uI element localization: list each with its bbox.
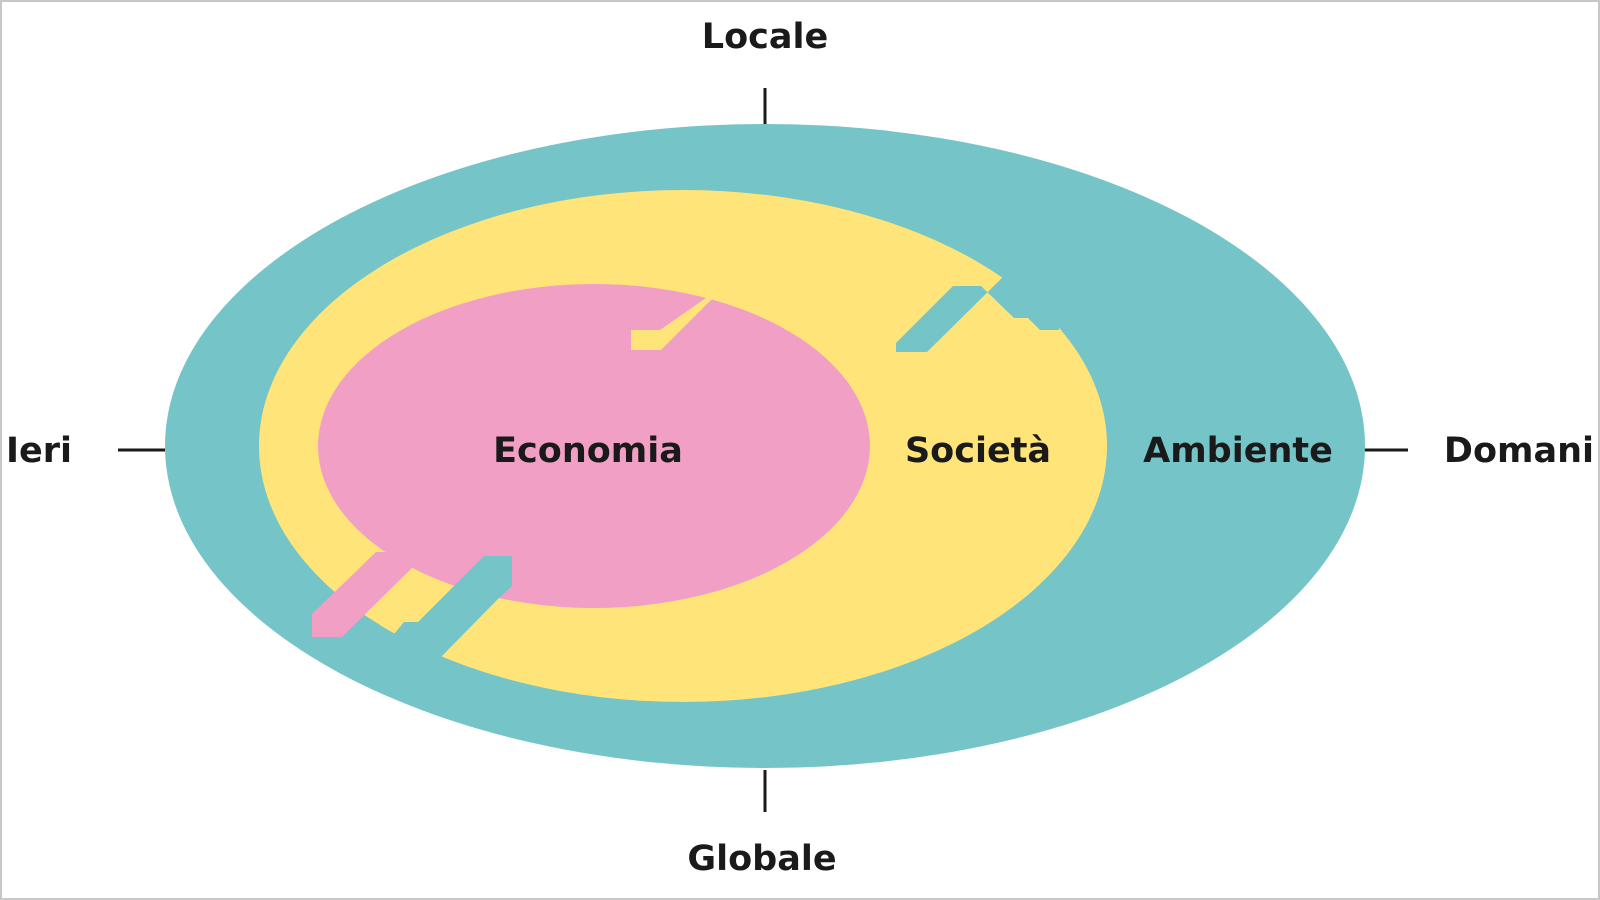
- axis-label-left: Ieri: [6, 431, 72, 471]
- economia-ellipse: [318, 284, 870, 608]
- ring-label-societa: Società: [905, 431, 1051, 471]
- arrow-societa-to-ambiente: [394, 556, 512, 662]
- arrow-ambiente-to-societa: [896, 243, 1124, 352]
- arrow-economia-to-societa: [312, 552, 412, 637]
- ring-label-ambiente: Ambiente: [1143, 431, 1333, 471]
- axis-label-top: Locale: [702, 17, 828, 57]
- ring-label-economia: Economia: [493, 431, 683, 471]
- arrow-societa-to-economia: [631, 273, 823, 350]
- axis-label-bottom: Globale: [687, 839, 836, 879]
- axis-label-right: Domani: [1444, 431, 1594, 471]
